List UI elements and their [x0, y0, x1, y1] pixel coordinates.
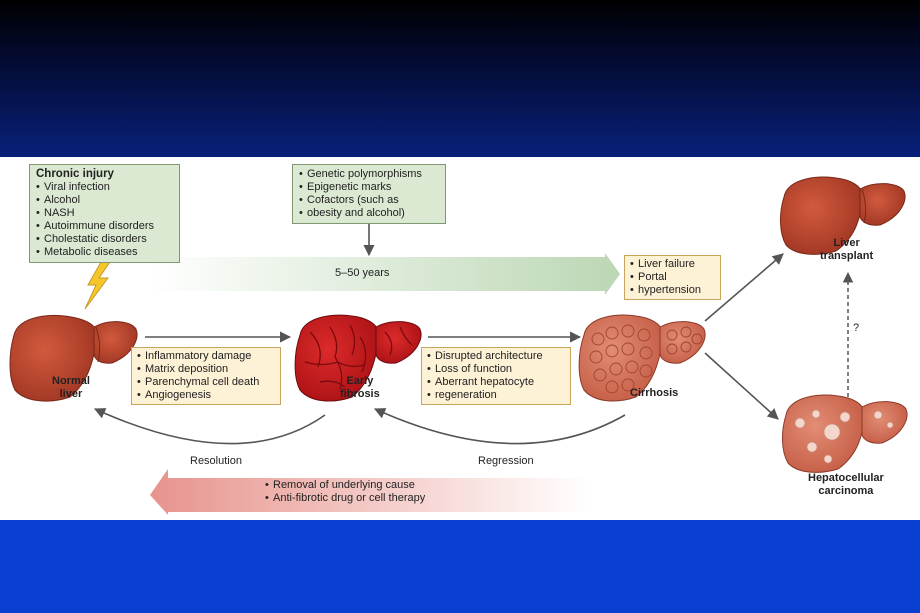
early-fibrosis-label: Early fibrosis — [340, 375, 380, 401]
list-item: Angiogenesis — [137, 389, 275, 402]
reversal-list: Removal of underlying cause Anti-fibroti… — [265, 479, 525, 505]
chronic-injury-title: Chronic injury — [36, 168, 114, 180]
early-fibrosis-label-line2: fibrosis — [340, 388, 380, 400]
liver-transplant-label-line1: Liver — [833, 237, 860, 249]
list-item: Portal — [630, 271, 715, 284]
list-item: regeneration — [427, 389, 565, 402]
list-item: Genetic polymorphisms — [299, 168, 439, 181]
list-item: Disrupted architecture — [427, 350, 565, 363]
complications-box: Liver failure Portal hypertension — [624, 255, 721, 300]
list-item: Cofactors (such as — [299, 194, 439, 207]
list-item: obesity and alcohol) — [299, 207, 439, 220]
resolution-label: Resolution — [190, 455, 242, 467]
list-item: Cholestatic disorders — [36, 233, 173, 246]
hcc-label: Hepatocellular carcinoma — [808, 472, 884, 498]
list-item: Inflammatory damage — [137, 350, 275, 363]
hcc-label-line2: carcinoma — [818, 485, 874, 497]
timeline-arrow — [150, 253, 620, 295]
list-item: NASH — [36, 207, 173, 220]
list-item: Aberrant hepatocyte — [427, 376, 565, 389]
liver-disease-diagram: Chronic injury Viral infection Alcohol N… — [0, 157, 920, 520]
cirrhosis-to-hcc-arrow — [704, 352, 779, 420]
top-blue-band — [0, 0, 920, 157]
list-item: Anti-fibrotic drug or cell therapy — [265, 492, 525, 505]
fibrosis-processes-list: Inflammatory damage Matrix deposition Pa… — [137, 350, 275, 402]
hcc-label-line1: Hepatocellular — [808, 472, 884, 484]
list-item: Removal of underlying cause — [265, 479, 525, 492]
regression-curve-arrow — [373, 408, 626, 445]
timeline-label: 5–50 years — [335, 267, 390, 279]
early-fibrosis-liver-image — [294, 314, 422, 402]
list-item: Liver failure — [630, 258, 715, 271]
complications-list: Liver failure Portal hypertension — [630, 258, 715, 297]
list-item: hypertension — [630, 284, 715, 297]
list-item: Metabolic diseases — [36, 246, 173, 259]
transplant-liver-image — [780, 176, 906, 255]
cirrhosis-to-transplant-arrow — [704, 253, 784, 322]
lightning-bolt-icon — [84, 261, 111, 310]
regression-label: Regression — [478, 455, 534, 467]
early-fibrosis-label-line1: Early — [346, 375, 374, 387]
liver-transplant-label-line2: transplant — [820, 250, 874, 262]
chronic-injury-box: Chronic injury Viral infection Alcohol N… — [29, 164, 180, 263]
reversal-interventions: Removal of underlying cause Anti-fibroti… — [265, 479, 525, 505]
cirrhosis-liver-image — [578, 314, 706, 402]
chronic-injury-list: Viral infection Alcohol NASH Autoimmune … — [36, 181, 173, 259]
list-item: Epigenetic marks — [299, 181, 439, 194]
modifiers-list: Genetic polymorphisms Epigenetic marks C… — [299, 168, 439, 220]
question-mark: ? — [853, 322, 860, 334]
cirrhosis-processes-box: Disrupted architecture Loss of function … — [421, 347, 571, 405]
cirrhosis-processes-list: Disrupted architecture Loss of function … — [427, 350, 565, 402]
list-item: Loss of function — [427, 363, 565, 376]
genetic-modifiers-box: Genetic polymorphisms Epigenetic marks C… — [292, 164, 446, 224]
list-item: Viral infection — [36, 181, 173, 194]
bottom-blue-band — [0, 520, 920, 613]
resolution-curve-arrow — [93, 408, 326, 445]
list-item: Autoimmune disorders — [36, 220, 173, 233]
normal-liver-image — [9, 315, 138, 402]
cirrhosis-label: Cirrhosis — [630, 387, 679, 399]
normal-liver-label-line2: liver — [59, 388, 83, 400]
fibrosis-processes-box: Inflammatory damage Matrix deposition Pa… — [131, 347, 281, 405]
hcc-liver-image — [782, 394, 908, 473]
normal-liver-label: Normal liver — [52, 375, 90, 401]
liver-transplant-label: Liver transplant — [820, 237, 873, 263]
list-item: Alcohol — [36, 194, 173, 207]
normal-liver-label-line1: Normal — [52, 375, 90, 387]
list-item: Parenchymal cell death — [137, 376, 275, 389]
list-item: Matrix deposition — [137, 363, 275, 376]
